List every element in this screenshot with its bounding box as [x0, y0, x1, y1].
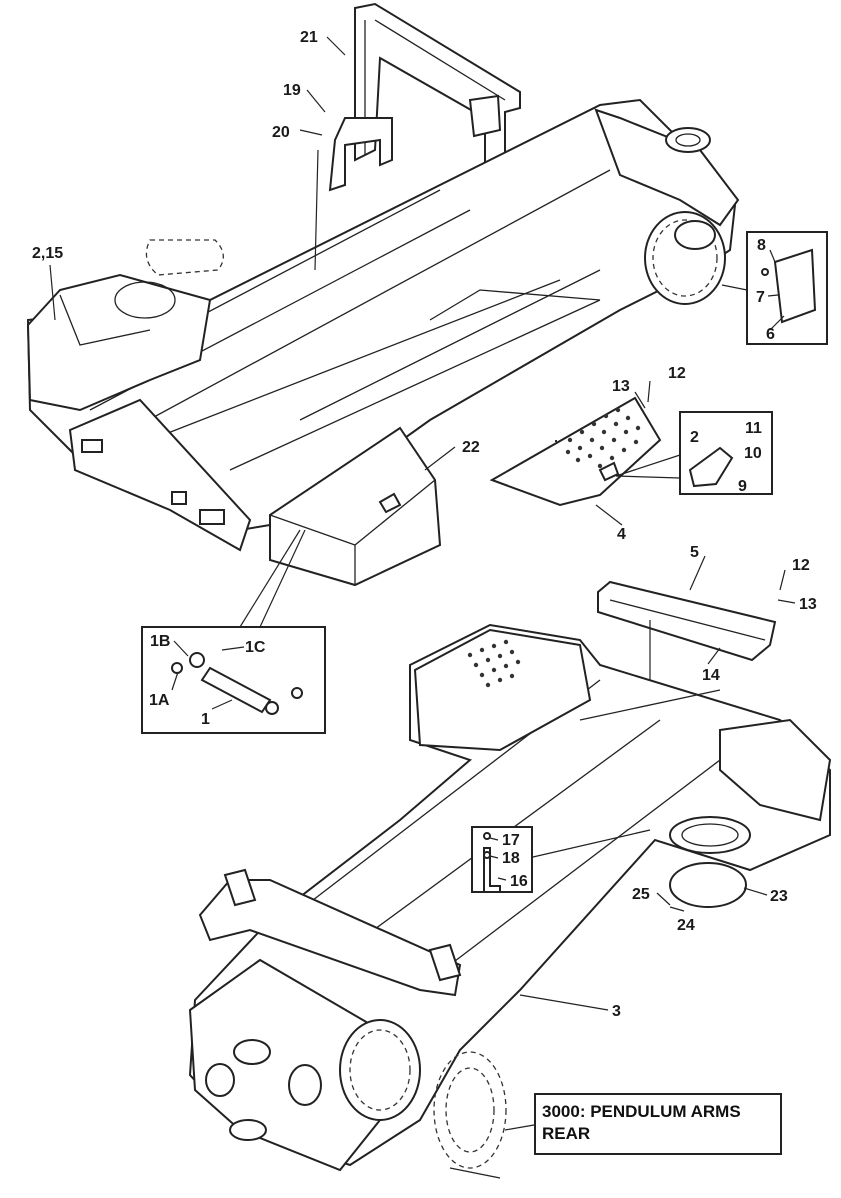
callout-23: 23 — [770, 888, 788, 905]
pendulum-arms-note: 3000: PENDULUM ARMS REAR — [534, 1093, 782, 1155]
cover-plate — [773, 248, 817, 324]
left-end-box — [26, 273, 252, 552]
callout-12b: 12 — [792, 557, 810, 574]
callout-1: 1 — [201, 711, 210, 728]
gas-spring — [200, 666, 272, 714]
callout-10: 10 — [744, 445, 762, 462]
callout-25: 25 — [632, 886, 650, 903]
callout-2: 2 — [690, 429, 699, 446]
callout-11: 11 — [745, 420, 762, 437]
callout-4: 4 — [617, 526, 626, 543]
callout-5: 5 — [690, 544, 699, 561]
battery-box — [269, 426, 442, 587]
callout-24: 24 — [677, 917, 695, 934]
callout-19: 19 — [283, 82, 301, 99]
callout-7: 7 — [756, 289, 765, 306]
callout-1A: 1A — [149, 692, 170, 709]
callout-20: 20 — [272, 124, 290, 141]
floor-plate-upper — [489, 396, 662, 507]
lower-main-frame — [188, 623, 832, 1172]
callout-12a: 12 — [668, 365, 686, 382]
callout-8: 8 — [757, 237, 766, 254]
pendulum-ring — [433, 1051, 535, 1179]
callout-21: 21 — [300, 29, 318, 46]
callout-14: 14 — [702, 667, 720, 684]
callout-17: 17 — [502, 832, 520, 849]
dashed-cover-outline — [145, 239, 224, 276]
callout-22: 22 — [462, 439, 480, 456]
callout-labels: 21 19 20 2,15 8 7 6 12 13 11 2 10 9 22 4… — [32, 29, 817, 1020]
callout-18: 18 — [502, 850, 520, 867]
callout-13a: 13 — [612, 378, 630, 395]
callout-2-15: 2,15 — [32, 245, 63, 262]
callout-13b: 13 — [799, 596, 817, 613]
leader-lines — [49, 36, 796, 1011]
callout-1C: 1C — [245, 639, 266, 656]
callout-1B: 1B — [150, 633, 170, 650]
note-line-1: 3000: PENDULUM ARMS — [542, 1102, 741, 1121]
callout-3: 3 — [612, 1003, 621, 1020]
note-line-2: REAR — [542, 1124, 591, 1143]
access-cover — [669, 862, 747, 908]
callout-6: 6 — [766, 326, 775, 343]
callout-16: 16 — [510, 873, 528, 890]
callout-9: 9 — [738, 478, 747, 495]
bracket-inset — [471, 826, 533, 893]
